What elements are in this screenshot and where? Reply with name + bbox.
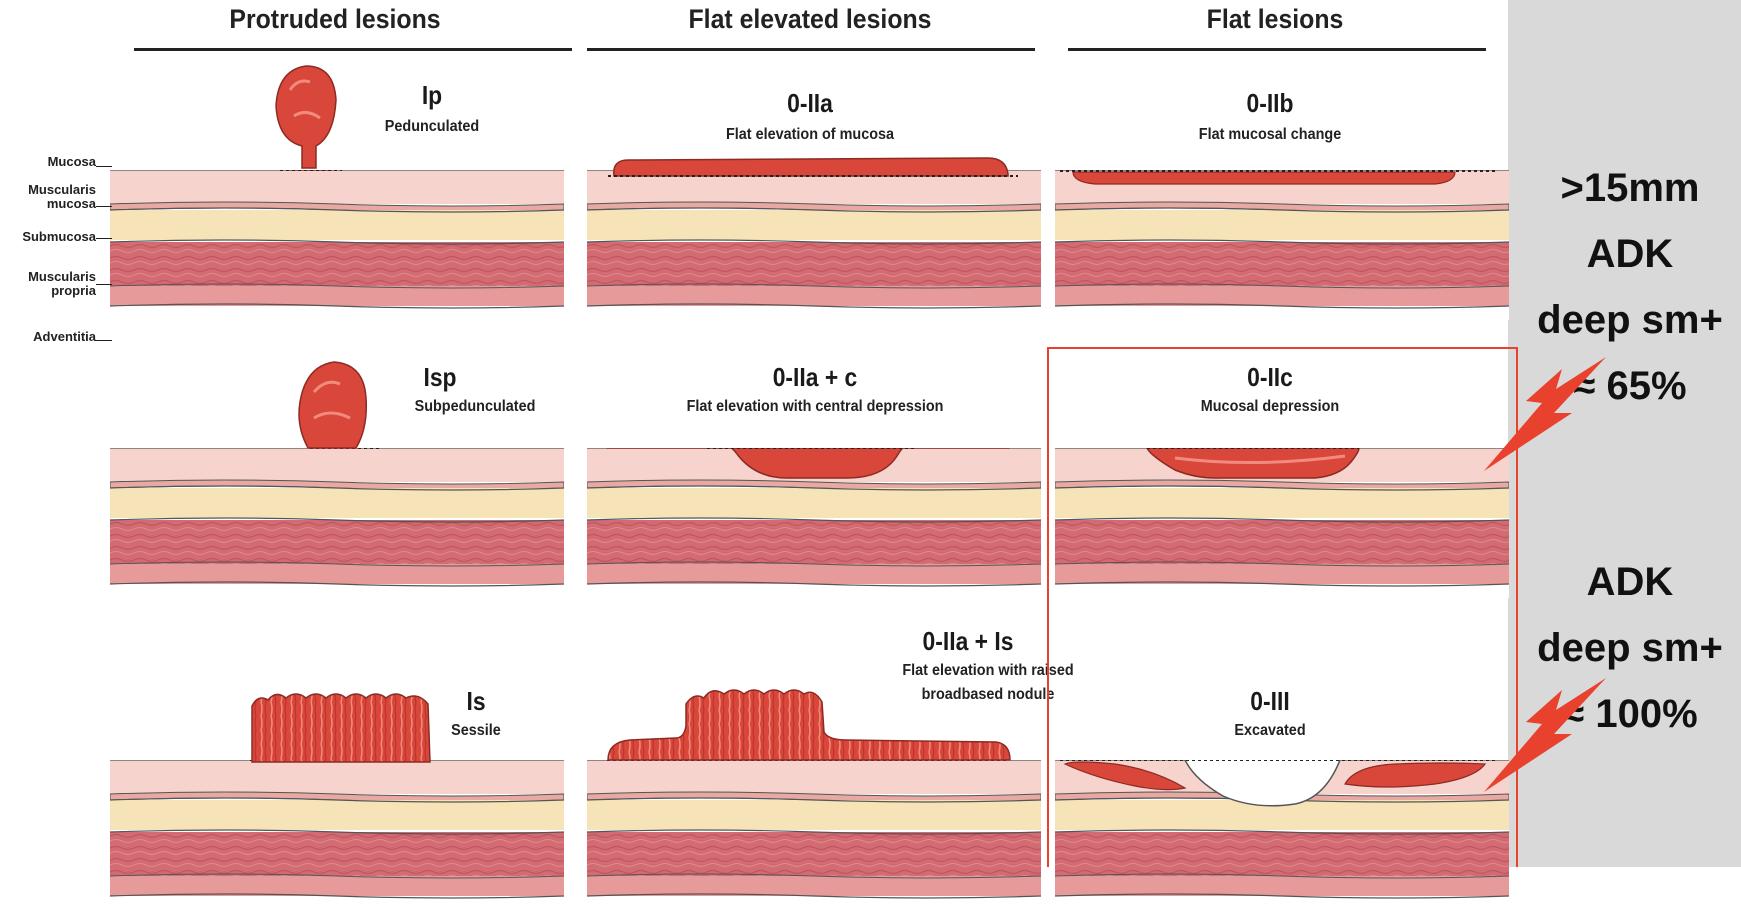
lightning-bolt-icon bbox=[1480, 676, 1610, 796]
layer-leader-adventitia bbox=[96, 340, 112, 341]
lesion-title-is: Is bbox=[450, 686, 503, 717]
layer-leader-submucosa bbox=[96, 238, 112, 239]
tissue-diagram-iia-c bbox=[587, 448, 1041, 598]
column-header-flat-elevated: Flat elevated lesions bbox=[640, 4, 980, 35]
tissue-diagram-iia bbox=[587, 170, 1041, 320]
layer-label-muscularis-propria-1: Muscularis bbox=[10, 270, 96, 284]
annotation-upper-line2: ADK bbox=[1530, 228, 1730, 280]
tissue-diagram-isp bbox=[110, 448, 564, 598]
annotation-upper-line1: >15mm bbox=[1530, 162, 1730, 214]
lesion-subtitle-iib: Flat mucosal change bbox=[1180, 126, 1360, 144]
tissue-diagram-is bbox=[110, 760, 564, 910]
header-rule-flat bbox=[1068, 48, 1486, 51]
lesion-title-ip: Ip bbox=[379, 80, 485, 111]
column-header-protruded: Protruded lesions bbox=[183, 4, 487, 35]
layer-leader-mucosa bbox=[96, 166, 112, 167]
layer-leader-muscularis-mucosa bbox=[96, 206, 112, 207]
polyp-isp-shape bbox=[290, 356, 376, 452]
polyp-ip-shape bbox=[264, 60, 344, 172]
header-rule-flat-elevated bbox=[587, 48, 1035, 51]
lesion-shape-iia bbox=[608, 156, 1018, 178]
annotation-lower-line1: ADK bbox=[1530, 556, 1730, 608]
annotation-upper-line3: deep sm+ bbox=[1522, 294, 1738, 346]
lesion-title-isp: Isp bbox=[396, 362, 484, 393]
annotation-lower-line2: deep sm+ bbox=[1522, 622, 1738, 674]
lesion-subtitle-iia-c: Flat elevation with central depression bbox=[635, 398, 995, 416]
tissue-diagram-iib bbox=[1055, 170, 1509, 320]
lesion-title-iia-c: 0-IIa + c bbox=[736, 362, 894, 393]
layer-label-adventitia: Adventitia bbox=[10, 330, 96, 344]
layer-label-muscularis-mucosa-1: Muscularis bbox=[10, 183, 96, 197]
lesion-title-iia-is: 0-IIa + Is bbox=[898, 626, 1039, 657]
lesion-subtitle-is: Sessile bbox=[440, 722, 512, 740]
lesion-subtitle-isp: Subpedunculated bbox=[399, 398, 552, 416]
header-rule-protruded bbox=[134, 48, 572, 51]
lesion-title-iia: 0-IIa bbox=[748, 88, 871, 119]
lesion-title-iib: 0-IIb bbox=[1208, 88, 1331, 119]
lightning-bolt-icon bbox=[1480, 355, 1610, 475]
layer-label-muscularis-mucosa-2: mucosa bbox=[10, 197, 96, 211]
layer-label-muscularis-propria-2: propria bbox=[10, 284, 96, 298]
lesion-subtitle-ip: Pedunculated bbox=[369, 118, 495, 136]
column-header-flat: Flat lesions bbox=[1123, 4, 1427, 35]
layer-leader-muscularis-propria bbox=[96, 284, 112, 285]
layer-label-mucosa: Mucosa bbox=[10, 155, 96, 169]
lesion-shape-is bbox=[248, 688, 434, 764]
tissue-diagram-ip bbox=[110, 170, 564, 320]
tissue-diagram-iia-is bbox=[587, 760, 1041, 910]
high-risk-highlight-box bbox=[1047, 347, 1518, 867]
lesion-subtitle-iia: Flat elevation of mucosa bbox=[693, 126, 927, 144]
layer-label-submucosa: Submucosa bbox=[10, 230, 96, 244]
